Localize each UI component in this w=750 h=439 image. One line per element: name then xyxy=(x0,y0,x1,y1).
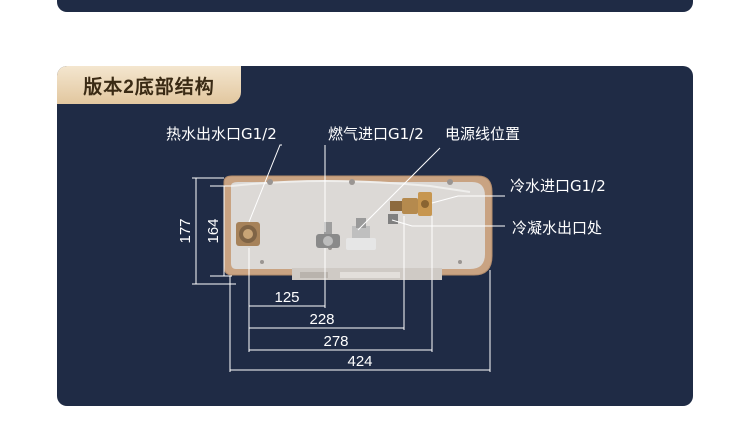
callout-power-cord: 电源线位置 xyxy=(445,125,520,143)
horizontal-dimensions xyxy=(229,216,491,372)
dim-228: 228 xyxy=(309,311,334,328)
hot-water-outlet-fitting xyxy=(236,222,260,246)
callout-hot-water-outlet: 热水出水口G1/2 xyxy=(166,125,277,143)
callout-condensate-outlet: 冷凝水出口处 xyxy=(512,219,602,237)
dim-125: 125 xyxy=(274,289,299,306)
section-title: 版本2底部结构 xyxy=(57,66,241,104)
callout-cold-water-inlet: 冷水进口G1/2 xyxy=(510,177,606,195)
top-panel xyxy=(57,0,693,12)
cold-water-inlet-fitting xyxy=(390,192,432,216)
power-cord-fitting xyxy=(346,218,376,250)
condensate-outlet-fitting xyxy=(388,214,398,224)
gas-inlet-fitting xyxy=(316,222,340,248)
callout-lines xyxy=(248,144,505,232)
dim-278: 278 xyxy=(323,333,348,350)
vertical-dimensions xyxy=(192,177,236,285)
callout-gas-inlet: 燃气进口G1/2 xyxy=(328,125,424,143)
dim-177: 177 xyxy=(177,218,194,243)
dim-424: 424 xyxy=(347,353,372,370)
dim-164: 164 xyxy=(205,218,222,243)
